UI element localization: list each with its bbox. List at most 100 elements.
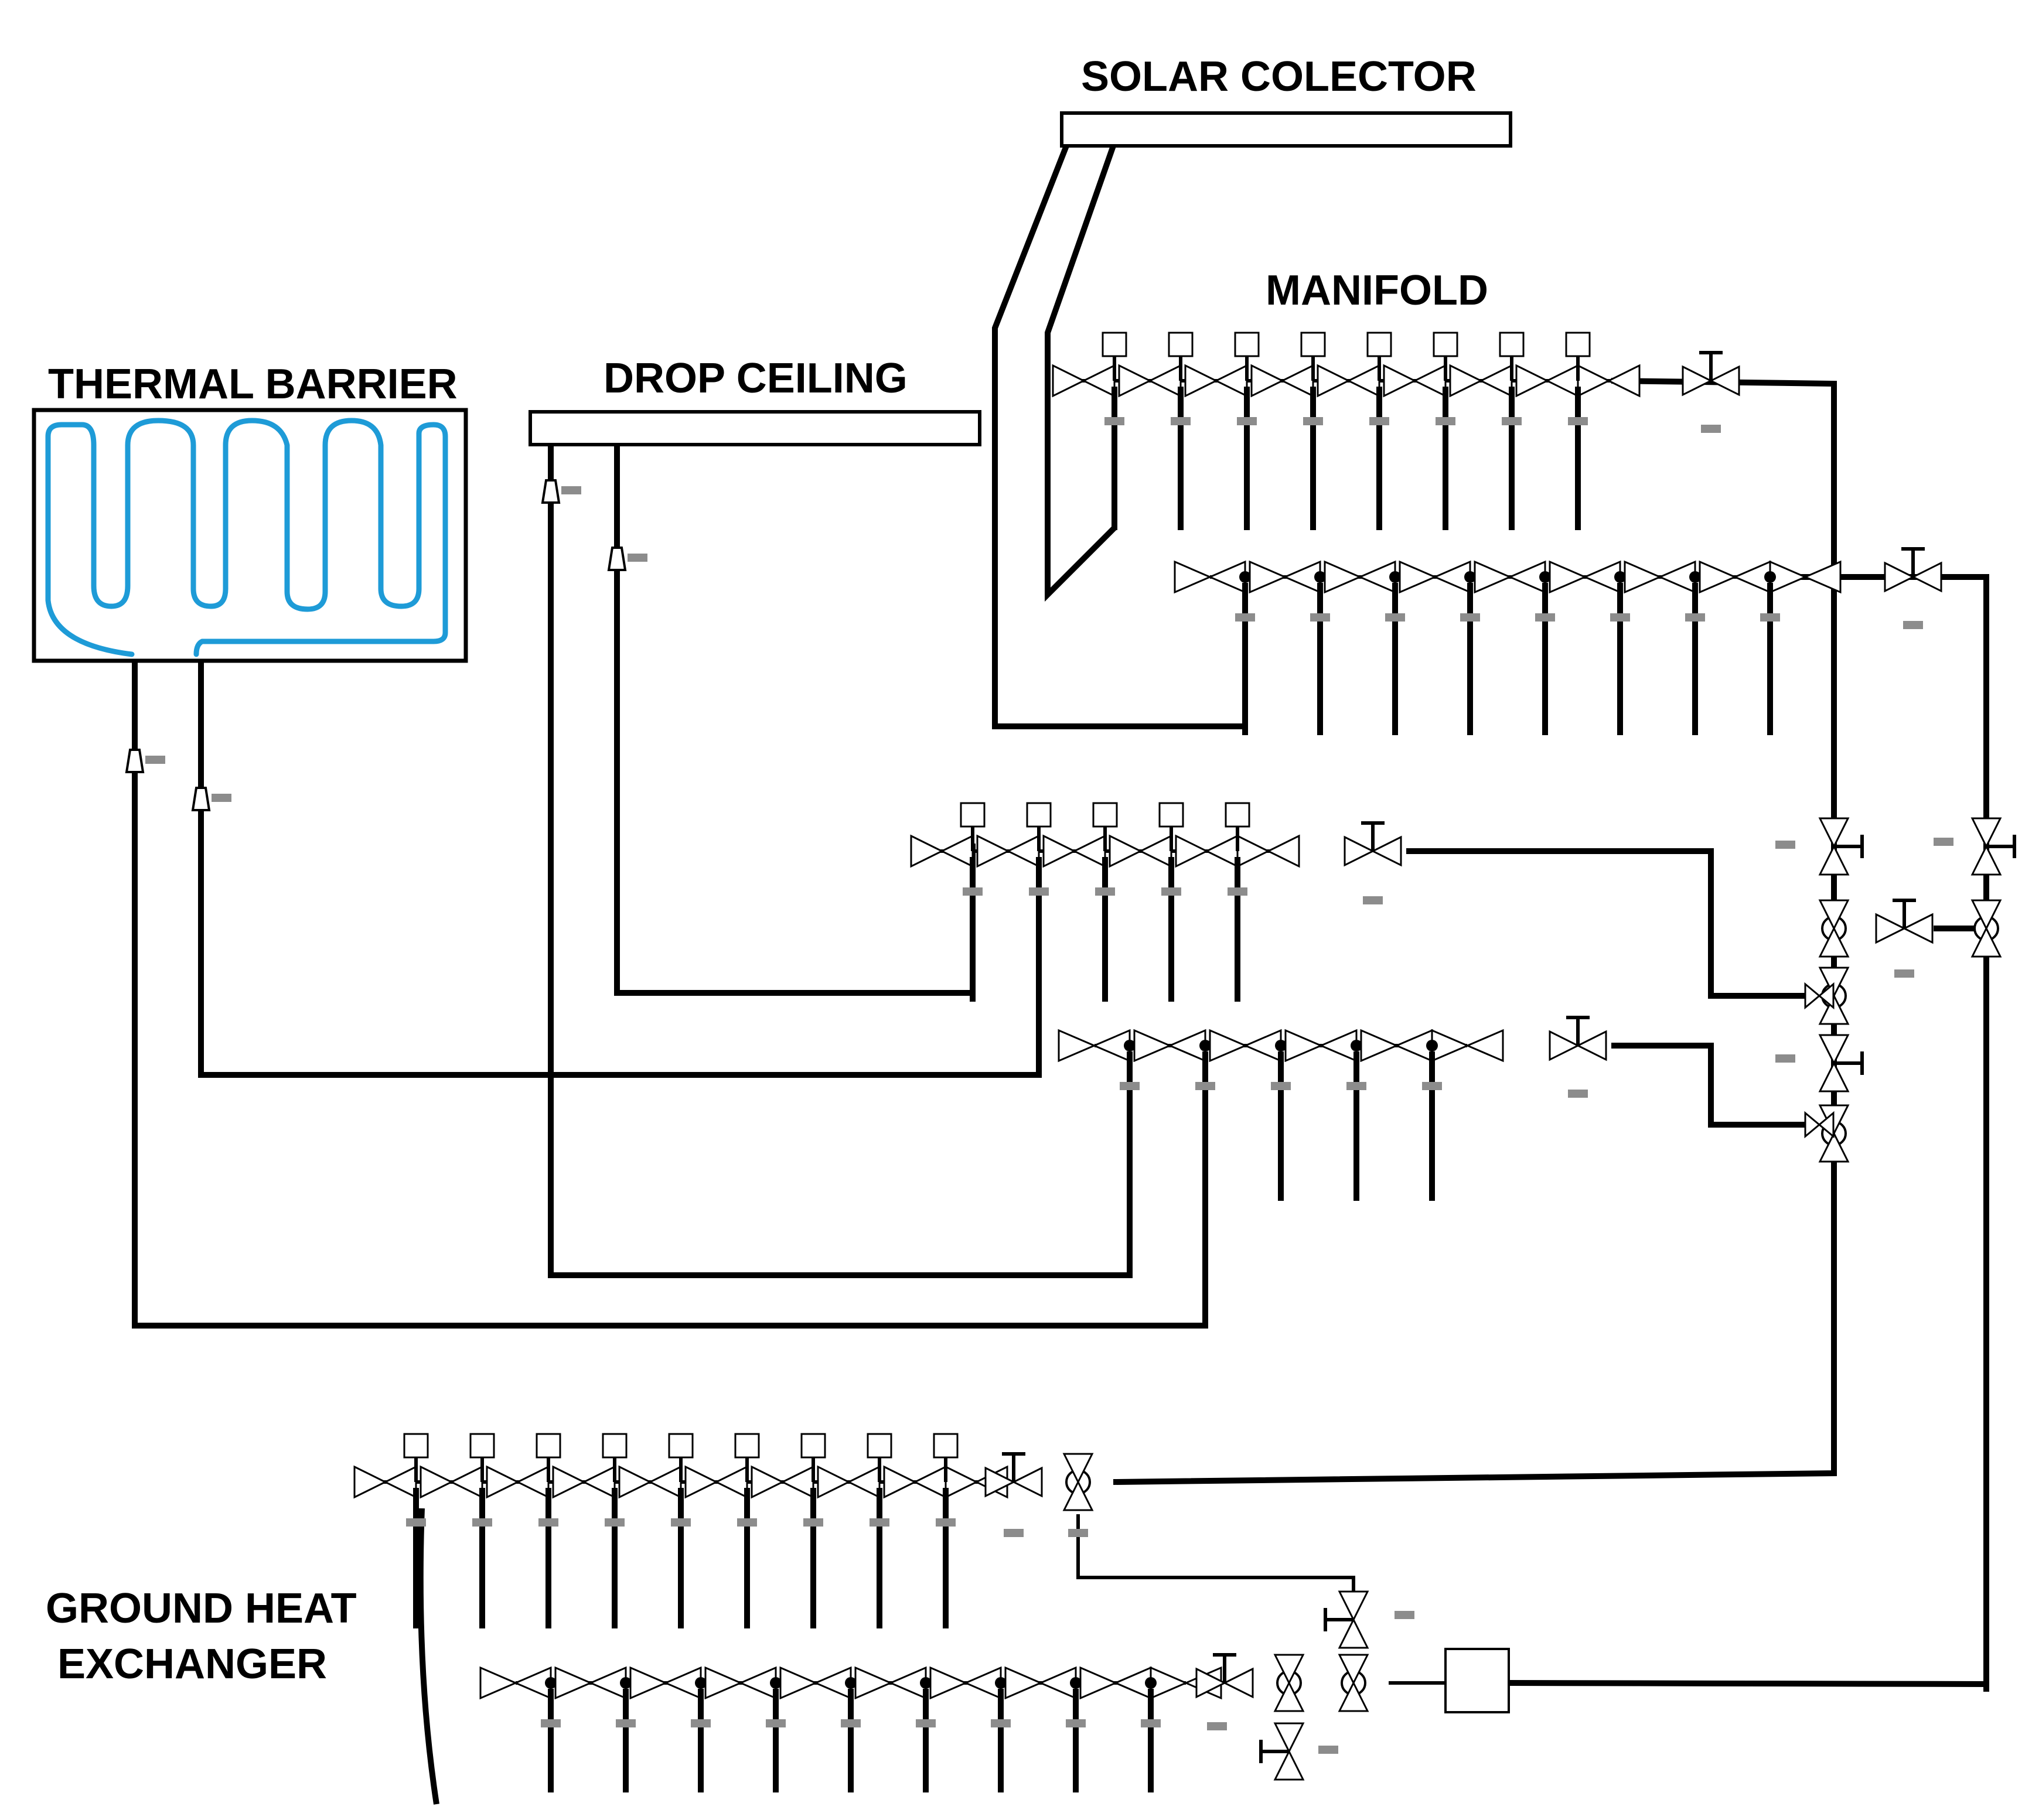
ground-manifold-1-actuator-3 xyxy=(536,1433,561,1459)
ground-manifold-1-valve-3-left xyxy=(486,1465,520,1499)
ground-manifold-2-junction-3 xyxy=(695,1677,707,1689)
pump-unit xyxy=(1444,1648,1510,1713)
manifold-1-valve-6-right xyxy=(1413,364,1447,398)
ground-manifold-1-valve-end-left xyxy=(945,1465,979,1499)
manifold-2-label-tag-1 xyxy=(1235,613,1255,622)
manifold-4-isolation-tag xyxy=(1568,1090,1588,1098)
manifold-1-valve-7-left xyxy=(1449,364,1483,398)
manifold-2-label-tag-5 xyxy=(1535,613,1555,622)
manifold-3-valve-end-right xyxy=(1266,834,1300,868)
manifold-3-label-tag-5 xyxy=(1228,887,1247,896)
drop-ceiling-panel xyxy=(529,410,981,446)
ground-manifold-1-actuator-4 xyxy=(602,1433,628,1459)
ground-loop-drain-valve-bottom xyxy=(1273,1749,1305,1781)
ground-manifold-2-label-tag-5 xyxy=(841,1719,861,1727)
riser-right-valve-1-bottom xyxy=(1970,844,2002,876)
ground-loop-tee-1-tag xyxy=(1068,1529,1088,1537)
ground-manifold-2-label-tag-7 xyxy=(991,1719,1011,1727)
solar-supply-pipe xyxy=(992,145,1245,729)
ground-manifold-2-label-tag-9 xyxy=(1141,1719,1161,1727)
manifold-2-label-tag-4 xyxy=(1460,613,1480,622)
manifold-4-valve-end-right xyxy=(1465,1029,1504,1063)
manifold-1-valve-3-left xyxy=(1184,364,1218,398)
ground-manifold-2-valve-7-left xyxy=(929,1666,968,1700)
ground-manifold-1-actuator-9 xyxy=(933,1433,959,1459)
ground-manifold-1-valve-8-left xyxy=(817,1465,851,1499)
ground-manifold-2-isolation-tag xyxy=(1207,1722,1227,1730)
manifold-4-feed xyxy=(1611,1043,1808,1128)
manifold-3-inlet-check-left xyxy=(1804,982,1821,1010)
ground-loop-tee-3-valve-top xyxy=(1273,1654,1305,1685)
riser-left-valve-1-bottom xyxy=(1818,844,1850,876)
riser-left-valve-2-bottom xyxy=(1818,1061,1850,1092)
drop-ceiling-sensor-a-tag xyxy=(561,486,581,494)
manifold-2-valve-5-left xyxy=(1474,560,1512,594)
manifold-2-label-tag-3 xyxy=(1385,613,1405,622)
ground-manifold-2-label-tag-3 xyxy=(691,1719,711,1727)
manifold-1-valve-8-left xyxy=(1515,364,1549,398)
cross-connect-valve-left xyxy=(1875,913,1907,944)
solar-return-pipe xyxy=(1045,145,1117,602)
ground-manifold-1-label-tag-5 xyxy=(671,1518,691,1527)
riser-left-tag-1 xyxy=(1775,841,1795,849)
manifold-1-valve-4-left xyxy=(1250,364,1284,398)
manifold-2-label-tag-8 xyxy=(1760,613,1780,622)
ground-manifold-1-valve-2-right xyxy=(449,1465,483,1499)
manifold-2-valve-3-left xyxy=(1324,560,1362,594)
manifold-3-valve-1-right xyxy=(940,834,974,868)
manifold-3-label-tag-1 xyxy=(963,887,983,896)
manifold-1-valve-6-left xyxy=(1383,364,1417,398)
manifold-1-valve-5-right xyxy=(1346,364,1380,398)
ground-manifold-1-valve-9-left xyxy=(883,1465,917,1499)
manifold-4-inlet-check-left xyxy=(1804,1111,1821,1139)
ground-manifold-1-valve-2-left xyxy=(420,1465,454,1499)
ground-supply-pipe xyxy=(1113,1160,1837,1485)
manifold-4-label-tag-3 xyxy=(1271,1082,1291,1090)
ground-loop-bypass xyxy=(1076,1514,1355,1593)
cross-connect-valve-right xyxy=(1902,913,1934,944)
thermal-barrier-sensor-b-tag xyxy=(212,794,231,802)
ground-manifold-2-valve-2-left xyxy=(554,1666,593,1700)
ground-manifold-1-valve-1-left xyxy=(353,1465,387,1499)
manifold-2-junction-1 xyxy=(1239,571,1251,583)
ground-loop-tee-1-valve-bottom xyxy=(1062,1480,1094,1511)
ground-heat-exchanger-label-line2: EXCHANGER xyxy=(57,1641,327,1688)
manifold-4-junction-4 xyxy=(1351,1040,1362,1051)
thermal-barrier-label: THERMAL BARRIER xyxy=(48,361,458,408)
manifold-1-valve-2-left xyxy=(1118,364,1152,398)
manifold-4-label-tag-1 xyxy=(1120,1082,1140,1090)
manifold-3-label-tag-4 xyxy=(1161,887,1181,896)
ground-loop-drain-tag xyxy=(1318,1746,1338,1754)
riser-left-tee-1-valve-bottom xyxy=(1818,926,1850,958)
cross-connect-tag xyxy=(1894,969,1914,978)
ground-manifold-2-label-tag-2 xyxy=(616,1719,636,1727)
ground-manifold-1-valve-8-right xyxy=(847,1465,881,1499)
ground-manifold-1-label-tag-3 xyxy=(538,1518,558,1527)
manifold-2-junction-2 xyxy=(1314,571,1326,583)
ground-manifold-1-valve-4-right xyxy=(582,1465,616,1499)
ground-manifold-1-label-tag-6 xyxy=(737,1518,757,1527)
manifold-4-label-tag-2 xyxy=(1195,1082,1215,1090)
riser-right-tee-1-valve-top xyxy=(1970,899,2002,931)
ground-manifold-2-junction-6 xyxy=(920,1677,932,1689)
ground-manifold-2-junction-5 xyxy=(845,1677,857,1689)
manifold-3-valve-4-left xyxy=(1109,834,1143,868)
manifold-3-feed xyxy=(1406,848,1808,999)
ground-manifold-1-valve-6-left xyxy=(684,1465,718,1499)
manifold-3-valve-3-left xyxy=(1042,834,1076,868)
manifold-1-valve-end-right xyxy=(1607,364,1641,398)
ground-manifold-2-junction-4 xyxy=(770,1677,782,1689)
ground-loop-tee-2-valve-bottom xyxy=(1338,1681,1369,1712)
manifold-2-valve-1-left xyxy=(1174,560,1212,594)
manifold-1-isolation-valve-left xyxy=(1682,365,1713,397)
ground-loop-tee-3-valve-bottom xyxy=(1273,1681,1305,1712)
riser-left-tee-2-valve-top xyxy=(1818,967,1850,998)
manifold-2-valve-4-left xyxy=(1399,560,1437,594)
manifold-1-label-tag-7 xyxy=(1502,417,1522,425)
manifold-label: MANIFOLD xyxy=(1266,267,1488,314)
ground-manifold-1-valve-7-left xyxy=(751,1465,785,1499)
manifold-3-actuator-5 xyxy=(1225,802,1250,828)
manifold-2-isolation-valve-right xyxy=(1911,561,1942,593)
ground-manifold-2-label-tag-8 xyxy=(1066,1719,1086,1727)
